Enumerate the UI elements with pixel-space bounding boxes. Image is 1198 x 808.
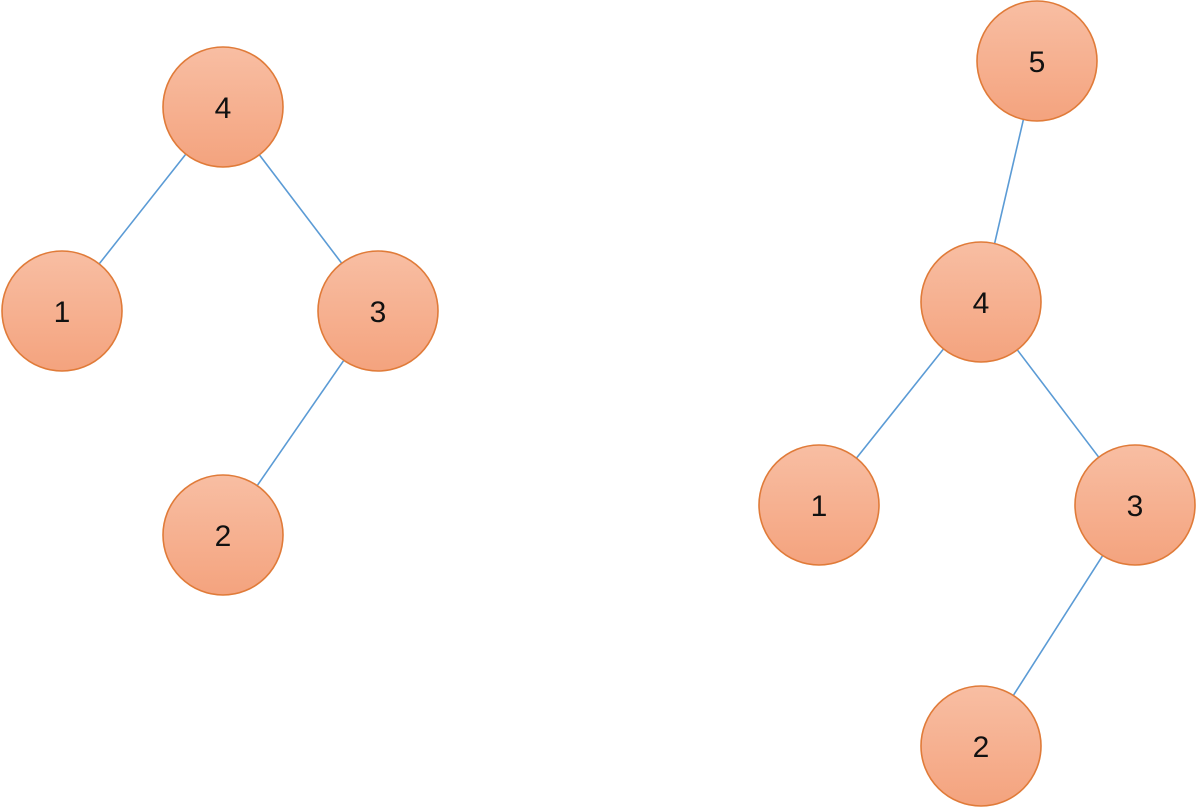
node-label: 3 <box>1127 490 1144 523</box>
node-label: 5 <box>1029 46 1046 79</box>
node-label: 2 <box>215 520 232 553</box>
edge-l4-l3 <box>258 154 343 264</box>
tree-node-l3: 3 <box>317 250 439 372</box>
edges-layer <box>98 119 1104 696</box>
edge-r3-r2 <box>1012 555 1104 696</box>
node-circle <box>1074 444 1196 566</box>
edge-l3-l2 <box>256 359 345 487</box>
node-circle <box>758 444 880 566</box>
node-label: 3 <box>370 296 387 329</box>
tree-node-l2: 2 <box>162 474 284 596</box>
tree-node-r3: 3 <box>1074 444 1196 566</box>
node-circle <box>317 250 439 372</box>
node-circle <box>920 241 1042 363</box>
node-label: 4 <box>973 287 990 320</box>
edge-l4-l1 <box>98 153 187 265</box>
node-label: 2 <box>973 731 990 764</box>
tree-node-r2: 2 <box>920 685 1042 807</box>
tree-node-r5: 5 <box>976 0 1098 122</box>
node-circle <box>920 685 1042 807</box>
node-label: 1 <box>54 296 71 329</box>
node-circle <box>976 0 1098 122</box>
node-circle <box>162 46 284 168</box>
tree-node-r1: 1 <box>758 444 880 566</box>
tree-node-l1: 1 <box>1 250 123 372</box>
node-label: 4 <box>215 92 232 125</box>
node-circle <box>162 474 284 596</box>
node-circle <box>1 250 123 372</box>
tree-node-r4: 4 <box>920 241 1042 363</box>
node-label: 1 <box>811 490 828 523</box>
edge-r4-r3 <box>1016 349 1100 458</box>
tree-node-l4: 4 <box>162 46 284 168</box>
edge-r5-r4 <box>993 119 1025 244</box>
edge-r4-r1 <box>855 348 945 459</box>
